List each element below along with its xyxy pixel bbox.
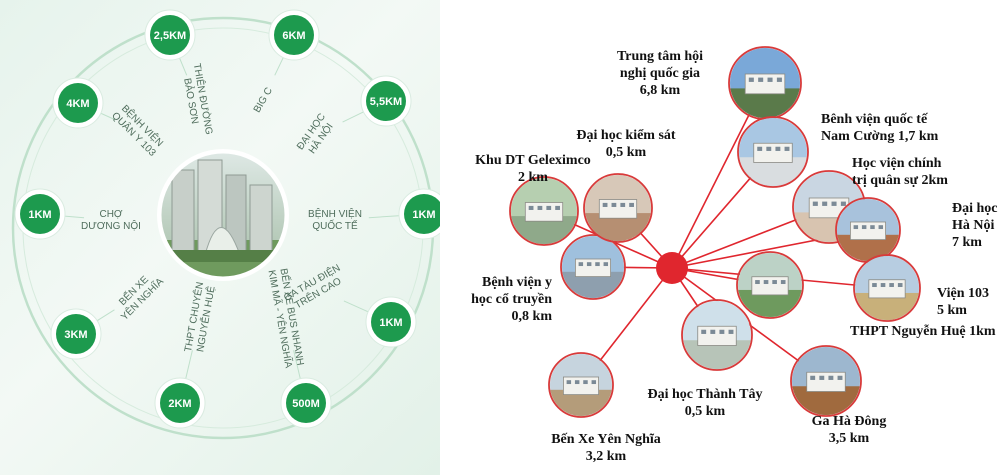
place-label: Đại học Thành Tây 0,5 km xyxy=(647,387,762,419)
place-label: Đại học Hà Nội 7 km xyxy=(952,201,998,250)
distance-value: 2KM xyxy=(168,398,191,410)
place-label: Trung tâm hội nghị quốc gia 6,8 km xyxy=(617,49,703,98)
distance-value: 6KM xyxy=(282,30,305,42)
destination-label-line: BỆNH VIỆN xyxy=(308,207,362,220)
distance-value: 500M xyxy=(292,398,320,410)
traditional-hospital-photo-icon xyxy=(560,234,626,300)
distance-badge xyxy=(366,81,406,121)
place-label: Bệnh viện y học cổ truyền 0,8 km xyxy=(471,275,552,324)
place-label: Bến Xe Yên Nghĩa 3,2 km xyxy=(551,432,661,464)
place-labels: Trung tâm hội nghị quốc gia 6,8 km Bênh việ… xyxy=(471,49,997,464)
distance-badge xyxy=(160,383,200,423)
place-label: Đại học kiểm sát 0,5 km xyxy=(576,128,676,160)
center-building-image xyxy=(157,149,289,281)
place-label-line: Trung tâm hội xyxy=(617,49,703,64)
institute-photo-icon xyxy=(853,254,921,322)
spoke-line xyxy=(368,214,405,219)
place-label-line: 3,5 km xyxy=(829,431,870,446)
place-label-line: Học viện chính xyxy=(852,156,942,171)
distance-badge xyxy=(274,15,314,55)
place-label-line: 7 km xyxy=(952,235,982,250)
place-label: Học viện chính trị quân sự 2km xyxy=(852,156,948,188)
place-label-line: Bênh viện quốc tế xyxy=(821,112,928,127)
place-label-line: Đại học kiểm sát xyxy=(576,128,676,143)
place-label-line: Khu DT Geleximco xyxy=(475,153,591,168)
place-label-line: Hà Nội xyxy=(952,218,995,233)
university-photo-icon xyxy=(835,197,901,263)
distance-badge xyxy=(286,383,326,423)
place-label-line: 0,5 km xyxy=(685,404,726,419)
amenity-spider-diagram: Trung tâm hội nghị quốc gia 6,8 km Bênh việ… xyxy=(471,46,998,464)
distance-badge xyxy=(20,194,60,234)
place-label: Viện 103 5 km xyxy=(937,286,989,318)
place-label-line: Đại học Thành Tây xyxy=(647,387,762,402)
distance-badge xyxy=(56,314,96,354)
place-label-line: học cổ truyền xyxy=(471,292,552,307)
campus-photo-icon xyxy=(790,345,862,417)
place-label: THPT Nguyễn Huệ 1km xyxy=(850,323,996,339)
place-label-line: THPT Nguyễn Huệ 1km xyxy=(850,323,996,339)
place-label-line: Viện 103 xyxy=(937,286,989,301)
distance-badge xyxy=(58,83,98,123)
place-photos xyxy=(509,46,921,418)
place-label-line: Ga Hà Đông xyxy=(812,414,887,429)
place-label-line: 5 km xyxy=(937,303,967,318)
place-label-line: 0,5 km xyxy=(606,145,647,160)
destination-label-line: DƯƠNG NỘI xyxy=(81,219,141,232)
distance-value: 1KM xyxy=(28,209,51,221)
place-label-line: Đại học xyxy=(952,201,998,216)
distance-value: 1KM xyxy=(412,209,435,221)
place-label-line: Bệnh viện y xyxy=(482,275,552,290)
destination-label-line: QUỐC TẾ xyxy=(312,218,358,232)
place-label-line: trị quân sự 2km xyxy=(852,173,948,188)
urban-area-photo-icon xyxy=(509,176,579,246)
place-label-line: 0,8 km xyxy=(512,309,553,324)
place-label: Khu DT Geleximco 2 km xyxy=(475,153,591,185)
distance-badge xyxy=(371,302,411,342)
bus-station-photo-icon xyxy=(548,352,614,418)
conference-center-photo-icon xyxy=(728,46,802,120)
procuracy-college-photo-icon xyxy=(583,173,653,243)
place-label: Bênh viện quốc tế Nam Cường 1,7 km xyxy=(821,112,939,144)
place-label-line: Nam Cường 1,7 km xyxy=(821,129,939,144)
distance-badge xyxy=(150,15,190,55)
place-label-line: 6,8 km xyxy=(640,83,681,98)
distance-value: 4KM xyxy=(66,98,89,110)
place-label-line: nghị quốc gia xyxy=(620,66,700,81)
school-photo-icon xyxy=(736,251,804,319)
destination-label: BIG C xyxy=(252,86,275,115)
place-label-line: Bến Xe Yên Nghĩa xyxy=(551,432,661,447)
place-label-line: 3,2 km xyxy=(586,449,627,464)
place-label: Ga Hà Đông 3,5 km xyxy=(812,414,887,446)
place-label-line: 2 km xyxy=(518,170,548,185)
destination-label-line: BIG C xyxy=(252,86,275,115)
distance-value: 1KM xyxy=(379,317,402,329)
hub-dot xyxy=(656,252,688,284)
destination-label-line: CHỢ xyxy=(99,209,122,220)
distance-value: 3KM xyxy=(64,329,87,341)
distance-value: 2,5KM xyxy=(154,30,186,42)
station-photo-icon xyxy=(681,299,753,371)
distance-value: 5,5KM xyxy=(370,96,402,108)
distance-badge xyxy=(404,194,440,234)
